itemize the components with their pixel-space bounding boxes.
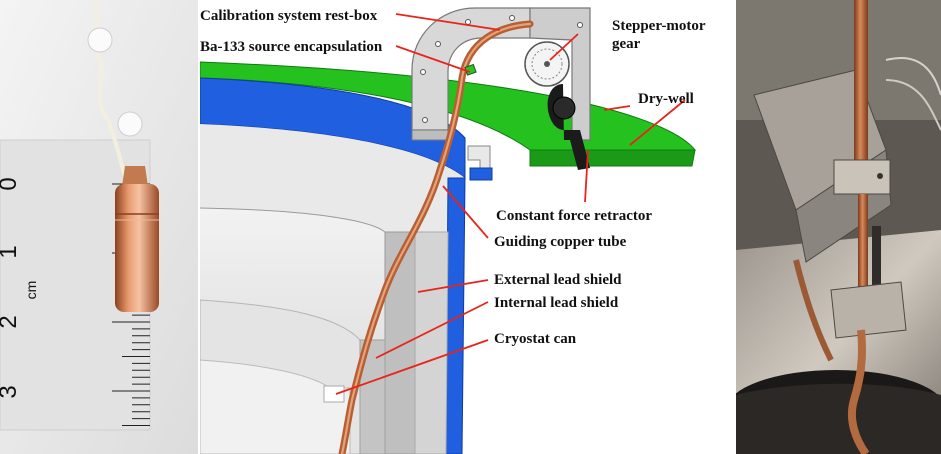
label-constant-force-retractor: Constant force retractor xyxy=(496,208,652,224)
leader-lines xyxy=(335,13,686,395)
capsule-photo: 0 1 2 3 cm xyxy=(0,0,198,454)
installation-photo xyxy=(736,0,941,454)
ruler-number-1: 1 xyxy=(0,245,22,258)
ruler-unit: cm xyxy=(23,281,39,300)
rest-box xyxy=(411,7,531,131)
sensor-rod xyxy=(872,226,881,316)
label-guiding-copper-tube: Guiding copper tube xyxy=(494,234,627,250)
chain-bead-top xyxy=(87,27,113,53)
capsule-cap xyxy=(122,166,148,186)
cryostat-can xyxy=(200,359,351,454)
copper-capsule xyxy=(115,184,159,312)
label-stepper-motor-line1: Stepper-motor xyxy=(612,18,706,34)
copper-tube-vertical xyxy=(854,0,868,175)
ruler-number-3: 3 xyxy=(0,385,22,398)
installation-photo-panel xyxy=(736,0,941,454)
label-stepper-motor-line2: gear xyxy=(612,36,641,52)
label-ba-133-source: Ba-133 source encapsulation xyxy=(200,39,383,55)
label-dry-well: Dry-well xyxy=(638,91,694,107)
ruler-number-2: 2 xyxy=(0,315,22,328)
chain-bead-bottom xyxy=(117,111,143,137)
copper-tube-bottom xyxy=(847,329,870,454)
cables xyxy=(885,57,941,96)
capsule-photo-panel: 0 1 2 3 cm xyxy=(0,0,198,454)
cad-diagram-panel: Calibration system rest-box Ba-133 sourc… xyxy=(200,0,730,454)
ruler-number-0: 0 xyxy=(0,177,22,190)
cad-diagram: Calibration system rest-box Ba-133 sourc… xyxy=(200,7,706,454)
label-external-lead-shield: External lead shield xyxy=(494,272,622,288)
base-plate xyxy=(830,281,907,339)
label-rest-box: Calibration system rest-box xyxy=(200,8,378,24)
label-cryostat-can: Cryostat can xyxy=(494,331,577,347)
label-internal-lead-shield: Internal lead shield xyxy=(494,295,619,311)
